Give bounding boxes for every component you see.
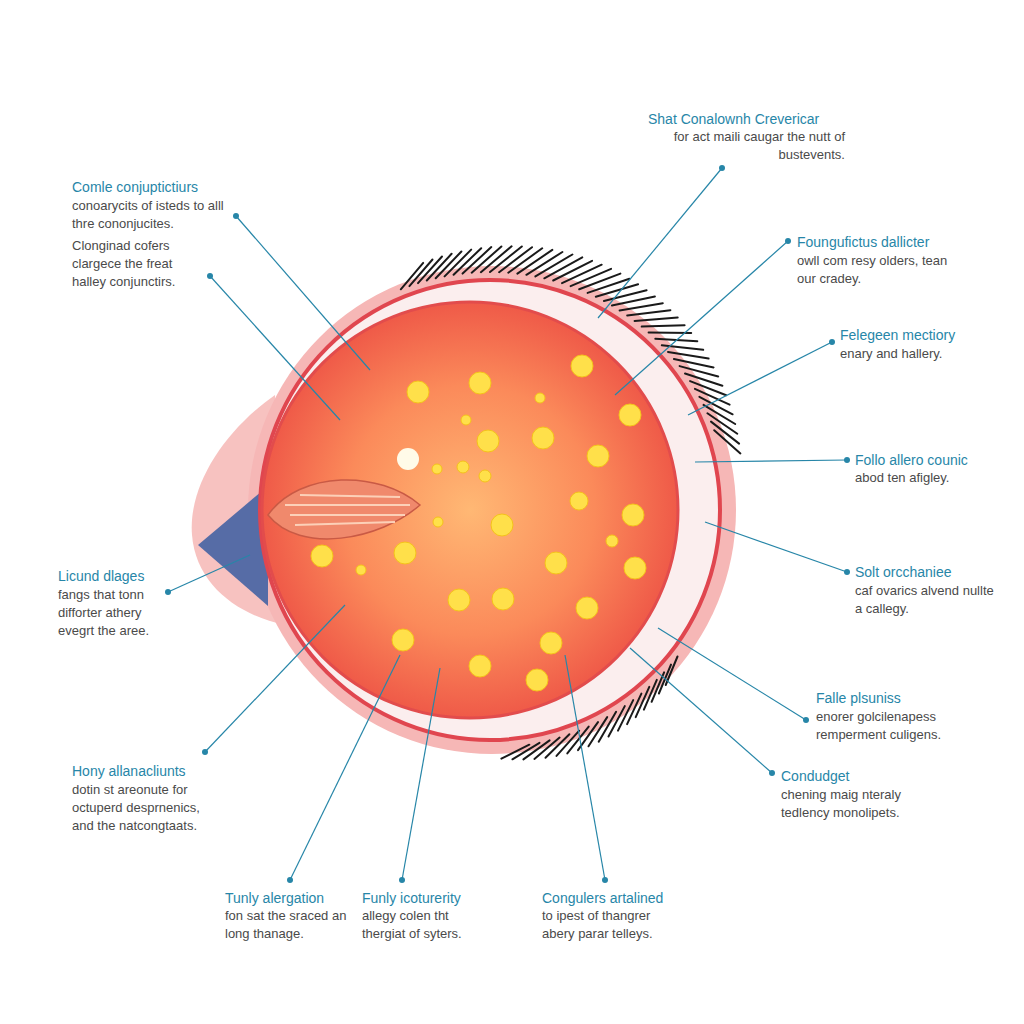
callout-text: enorer golcilenapess remperment culigens… [816, 708, 976, 744]
callout-text: fon sat the sraced an long thanage. [225, 907, 360, 943]
callout-text: fangs that tonn difforter athery evegrt … [58, 586, 178, 640]
callout-text: caf ovarics alvend nullte a callegy. [855, 582, 995, 618]
callout-text: conoarycits of isteds to alll thre conon… [72, 197, 232, 233]
callout-heading: Tunly alergation [225, 889, 375, 907]
callout-text: dotin st areonute for octuperd desprneni… [72, 781, 222, 835]
callout-heading: Follo allero counic [855, 451, 1015, 469]
callout-heading: Solt orcchaniee [855, 563, 1015, 581]
callout-heading: Foungufictus dallicter [797, 233, 997, 251]
callout-text: to ipest of thangrer abery parar telleys… [542, 907, 682, 943]
callout-text: for act maili caugar the nutt of busteve… [645, 128, 845, 164]
callout-heading: Comle conjuptictiurs [72, 178, 262, 196]
callout-heading: Condudget [781, 767, 961, 785]
callout-heading: Falle plsuniss [816, 689, 996, 707]
callout-text: allegy colen tht thergiat of syters. [362, 907, 492, 943]
callout-heading: Hony allanacliunts [72, 762, 242, 780]
callout-heading: Licund dlages [58, 567, 208, 585]
callout-heading: Funly icoturerity [362, 889, 522, 907]
callout-text: enary and hallery. [840, 345, 1010, 363]
callout-text: owll com resy olders, tean our cradey. [797, 252, 957, 288]
callout-heading: Shat Conalownh Crevericar [648, 110, 848, 128]
callout-heading: Felegeen mectiory [840, 326, 1015, 344]
callout-text: abod ten afigley. [855, 469, 1015, 487]
callout-text: Clonginad cofers clargece the freat hall… [72, 237, 207, 291]
callout-heading: Congulers artalined [542, 889, 712, 907]
callout-text: chening maig nteraly tedlency monolipets… [781, 786, 931, 822]
